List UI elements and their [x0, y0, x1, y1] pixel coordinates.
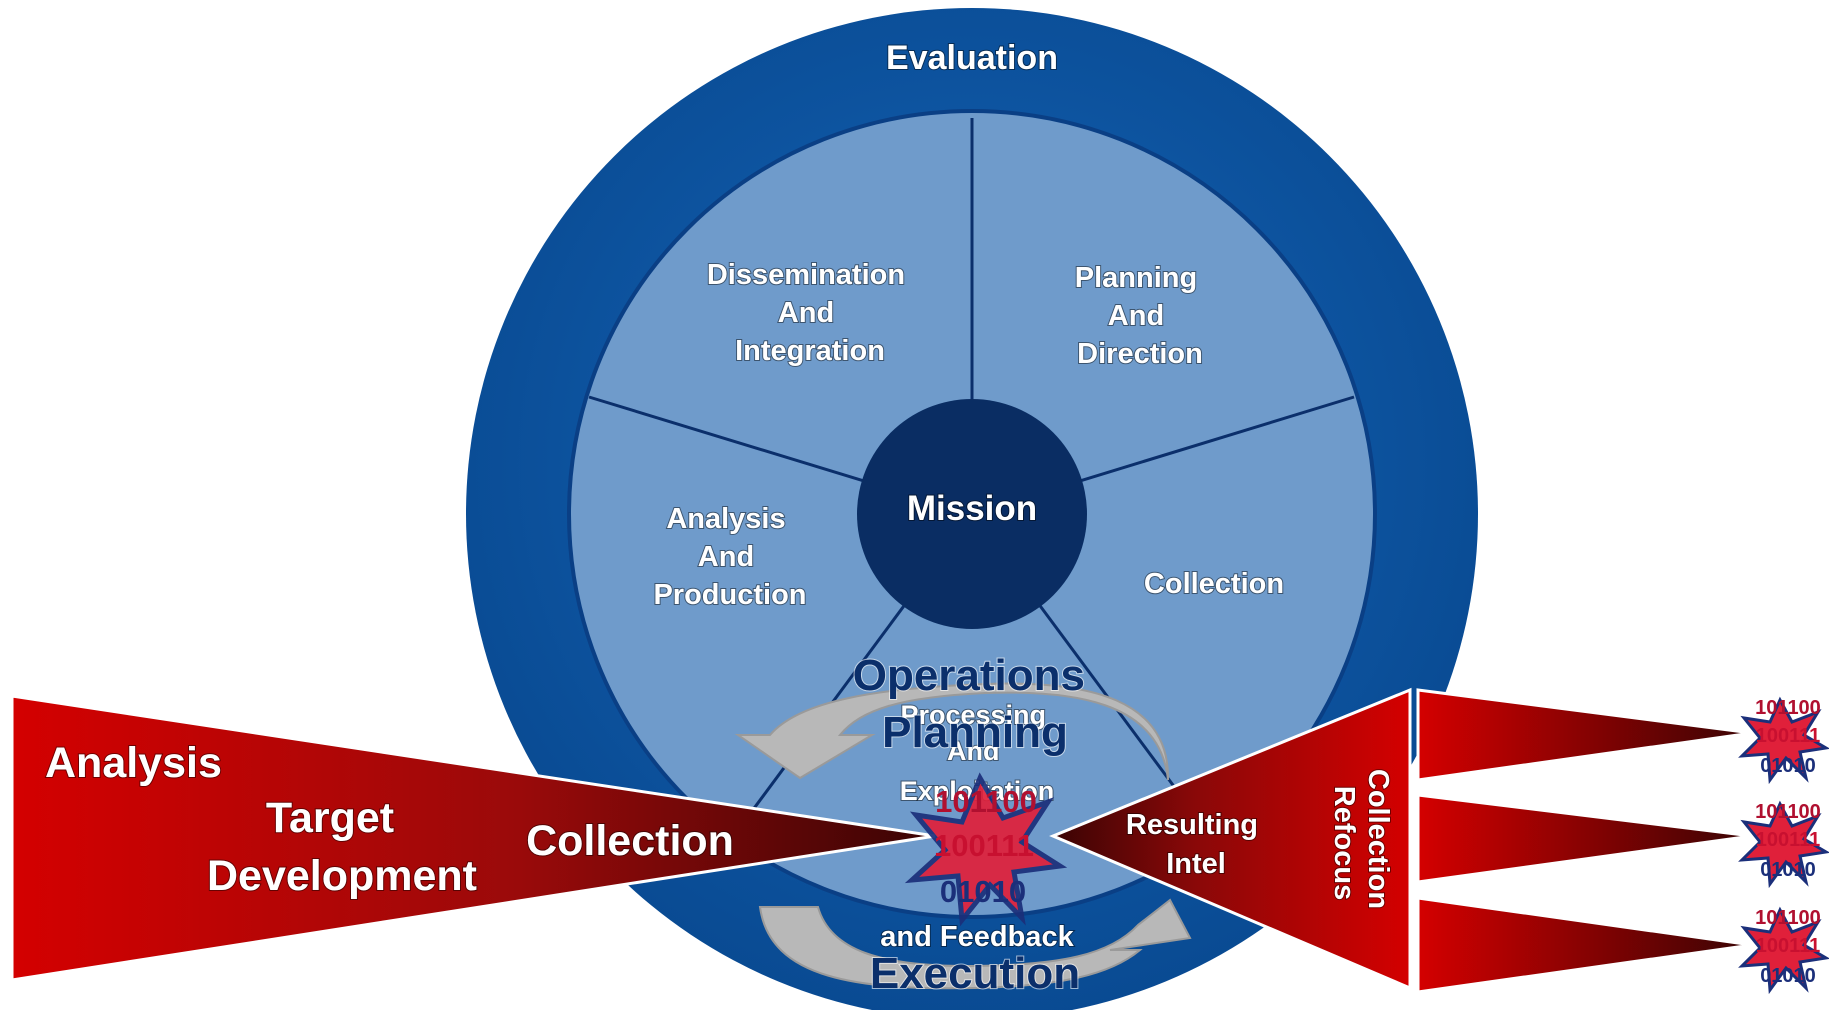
mission-center [857, 399, 1087, 629]
small-burst-2-line-1: 101100 [1755, 801, 1821, 823]
segment-planning-direction: Planning And Direction [1075, 262, 1206, 370]
upper-arrow [734, 682, 1170, 781]
binary-line-1: 101100 [935, 784, 1037, 819]
small-burst-3: 101100 100111 01010 [1738, 906, 1829, 995]
segment-analysis-production: Analysis And Production [653, 503, 806, 611]
binary-burst-center: 101100 100111 01010 [904, 772, 1068, 927]
small-burst-2-line-3: 01010 [1760, 859, 1816, 881]
left-funnel [10, 694, 936, 982]
left-collection-label: Collection [526, 817, 734, 865]
small-burst-2: 101100 100111 01010 [1738, 800, 1829, 889]
left-target-development-label: Target Development [207, 794, 477, 900]
small-funnel-3 [1416, 896, 1753, 994]
binary-line-2: 100111 [934, 828, 1034, 863]
segment-collection: Collection [1144, 568, 1284, 600]
small-funnel-2 [1416, 793, 1753, 884]
lower-arrow [758, 898, 1192, 990]
small-burst-1-line-3: 01010 [1760, 755, 1816, 777]
small-burst-3-line-2: 100111 [1756, 935, 1821, 957]
left-analysis-label: Analysis [45, 739, 222, 787]
execution-label: Execution [870, 949, 1080, 998]
small-burst-3-line-1: 101100 [1755, 907, 1821, 929]
operations-planning-label: Operations Planning [853, 651, 1098, 757]
feedback-label: and Feedback [880, 921, 1074, 953]
small-funnel-1 [1416, 688, 1753, 782]
right-funnel [1049, 687, 1412, 991]
small-burst-3-line-3: 01010 [1760, 965, 1816, 987]
small-burst-1-line-1: 101100 [1755, 697, 1821, 719]
resulting-intel-label: Resulting Intel [1126, 809, 1266, 880]
mission-label: Mission [907, 489, 1037, 528]
small-burst-1: 101100 100111 01010 [1738, 696, 1829, 785]
small-burst-1-line-2: 100111 [1756, 725, 1821, 747]
segment-dissemination-integration: Dissemination And Integration [707, 259, 913, 367]
small-burst-2-line-2: 100111 [1756, 829, 1821, 851]
collection-refocus-label: Collection Refocus [1328, 769, 1394, 917]
evaluation-label: Evaluation [886, 39, 1058, 77]
ops-cycle-arrows [734, 682, 1192, 990]
binary-line-3: 01010 [940, 874, 1026, 909]
